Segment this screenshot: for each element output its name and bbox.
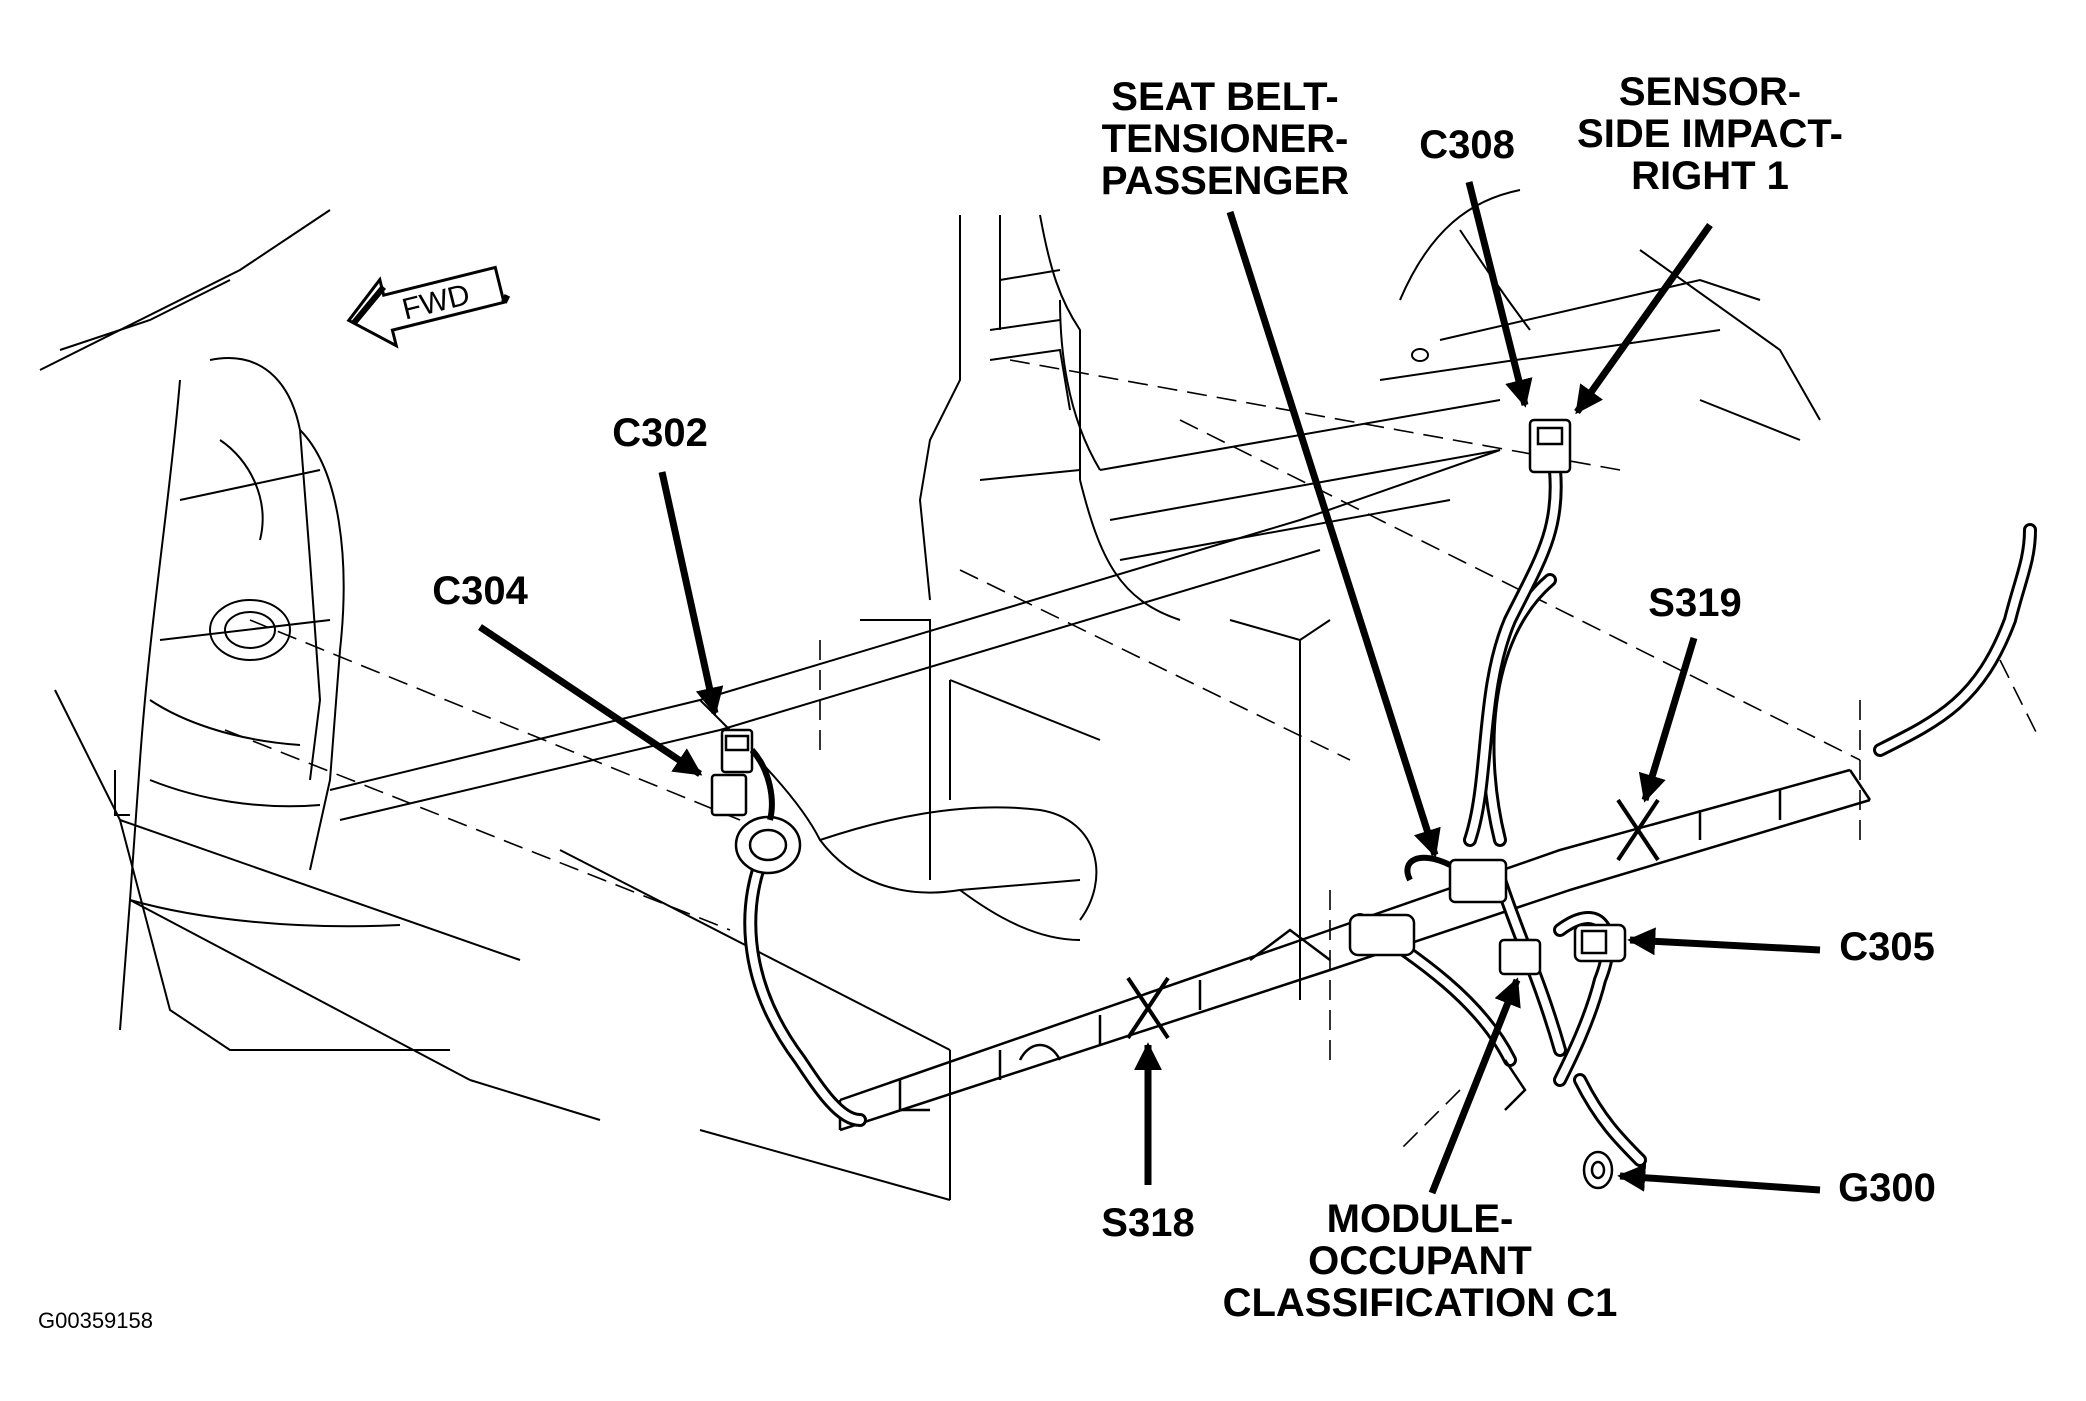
label-c302: C302 [612, 411, 708, 455]
label-seat-belt-tensioner-passenger: SEAT BELT- TENSIONER- PASSENGER [1095, 76, 1355, 202]
label-c308: C308 [1419, 123, 1515, 167]
module-arrow [1428, 977, 1521, 1195]
harness-trough [838, 768, 1872, 1132]
s318-splice-mark [1126, 976, 1170, 1040]
seat-belt-line-2: TENSIONER- [1101, 117, 1349, 161]
sensor-line-2: SIDE IMPACT- [1577, 112, 1843, 156]
callout-arrows [478, 181, 1821, 1195]
seat-belt-line-3: PASSENGER [1100, 159, 1350, 203]
sensor-line-1: SENSOR- [1618, 70, 1802, 114]
harness-wires [743, 463, 2037, 1167]
label-g300: G300 [1838, 1166, 1936, 1210]
label-s318: S318 [1101, 1201, 1195, 1245]
forward-arrow-icon: FWD [346, 265, 511, 349]
inline-cylinder [1348, 913, 1416, 957]
label-module-occupant-classification-c1: MODULE- OCCUPANT CLASSIFICATION C1 [1205, 1198, 1635, 1324]
seat-belt-tensioner-connector [1448, 858, 1508, 904]
c304-arrow [478, 624, 703, 777]
c302-arrow [658, 471, 724, 716]
seat-belt-arrow [1226, 210, 1441, 858]
module-line-2: OCCUPANT [1308, 1239, 1532, 1283]
module-line-1: MODULE- [1326, 1197, 1514, 1241]
s319-arrow [1638, 636, 1698, 803]
module-line-3: CLASSIFICATION C1 [1222, 1281, 1618, 1325]
figure-id: G00359158 [38, 1308, 153, 1333]
alignment-lines [224, 359, 2041, 1151]
c308-arrow [1465, 181, 1533, 408]
seat-belt-line-1: SEAT BELT- [1111, 75, 1339, 119]
label-s319: S319 [1648, 581, 1742, 625]
sensor-arrow [1574, 222, 1713, 415]
floor-pan [329, 449, 1501, 1201]
body-structure-left [39, 209, 601, 1121]
components [710, 418, 1660, 1190]
label-sensor-side-impact-right-1: SENSOR- SIDE IMPACT- RIGHT 1 [1575, 71, 1845, 197]
c308-connector [1528, 418, 1572, 474]
fwd-label: FWD [399, 278, 473, 327]
label-c305: C305 [1839, 925, 1935, 969]
sensor-line-3: RIGHT 1 [1631, 154, 1789, 198]
g300-arrow [1617, 1163, 1821, 1194]
c305-arrow [1627, 927, 1821, 956]
c304-connector [710, 773, 748, 817]
label-c304: C304 [432, 569, 528, 613]
module-occupant-connector [1498, 938, 1542, 976]
s319-splice-mark [1616, 798, 1660, 862]
